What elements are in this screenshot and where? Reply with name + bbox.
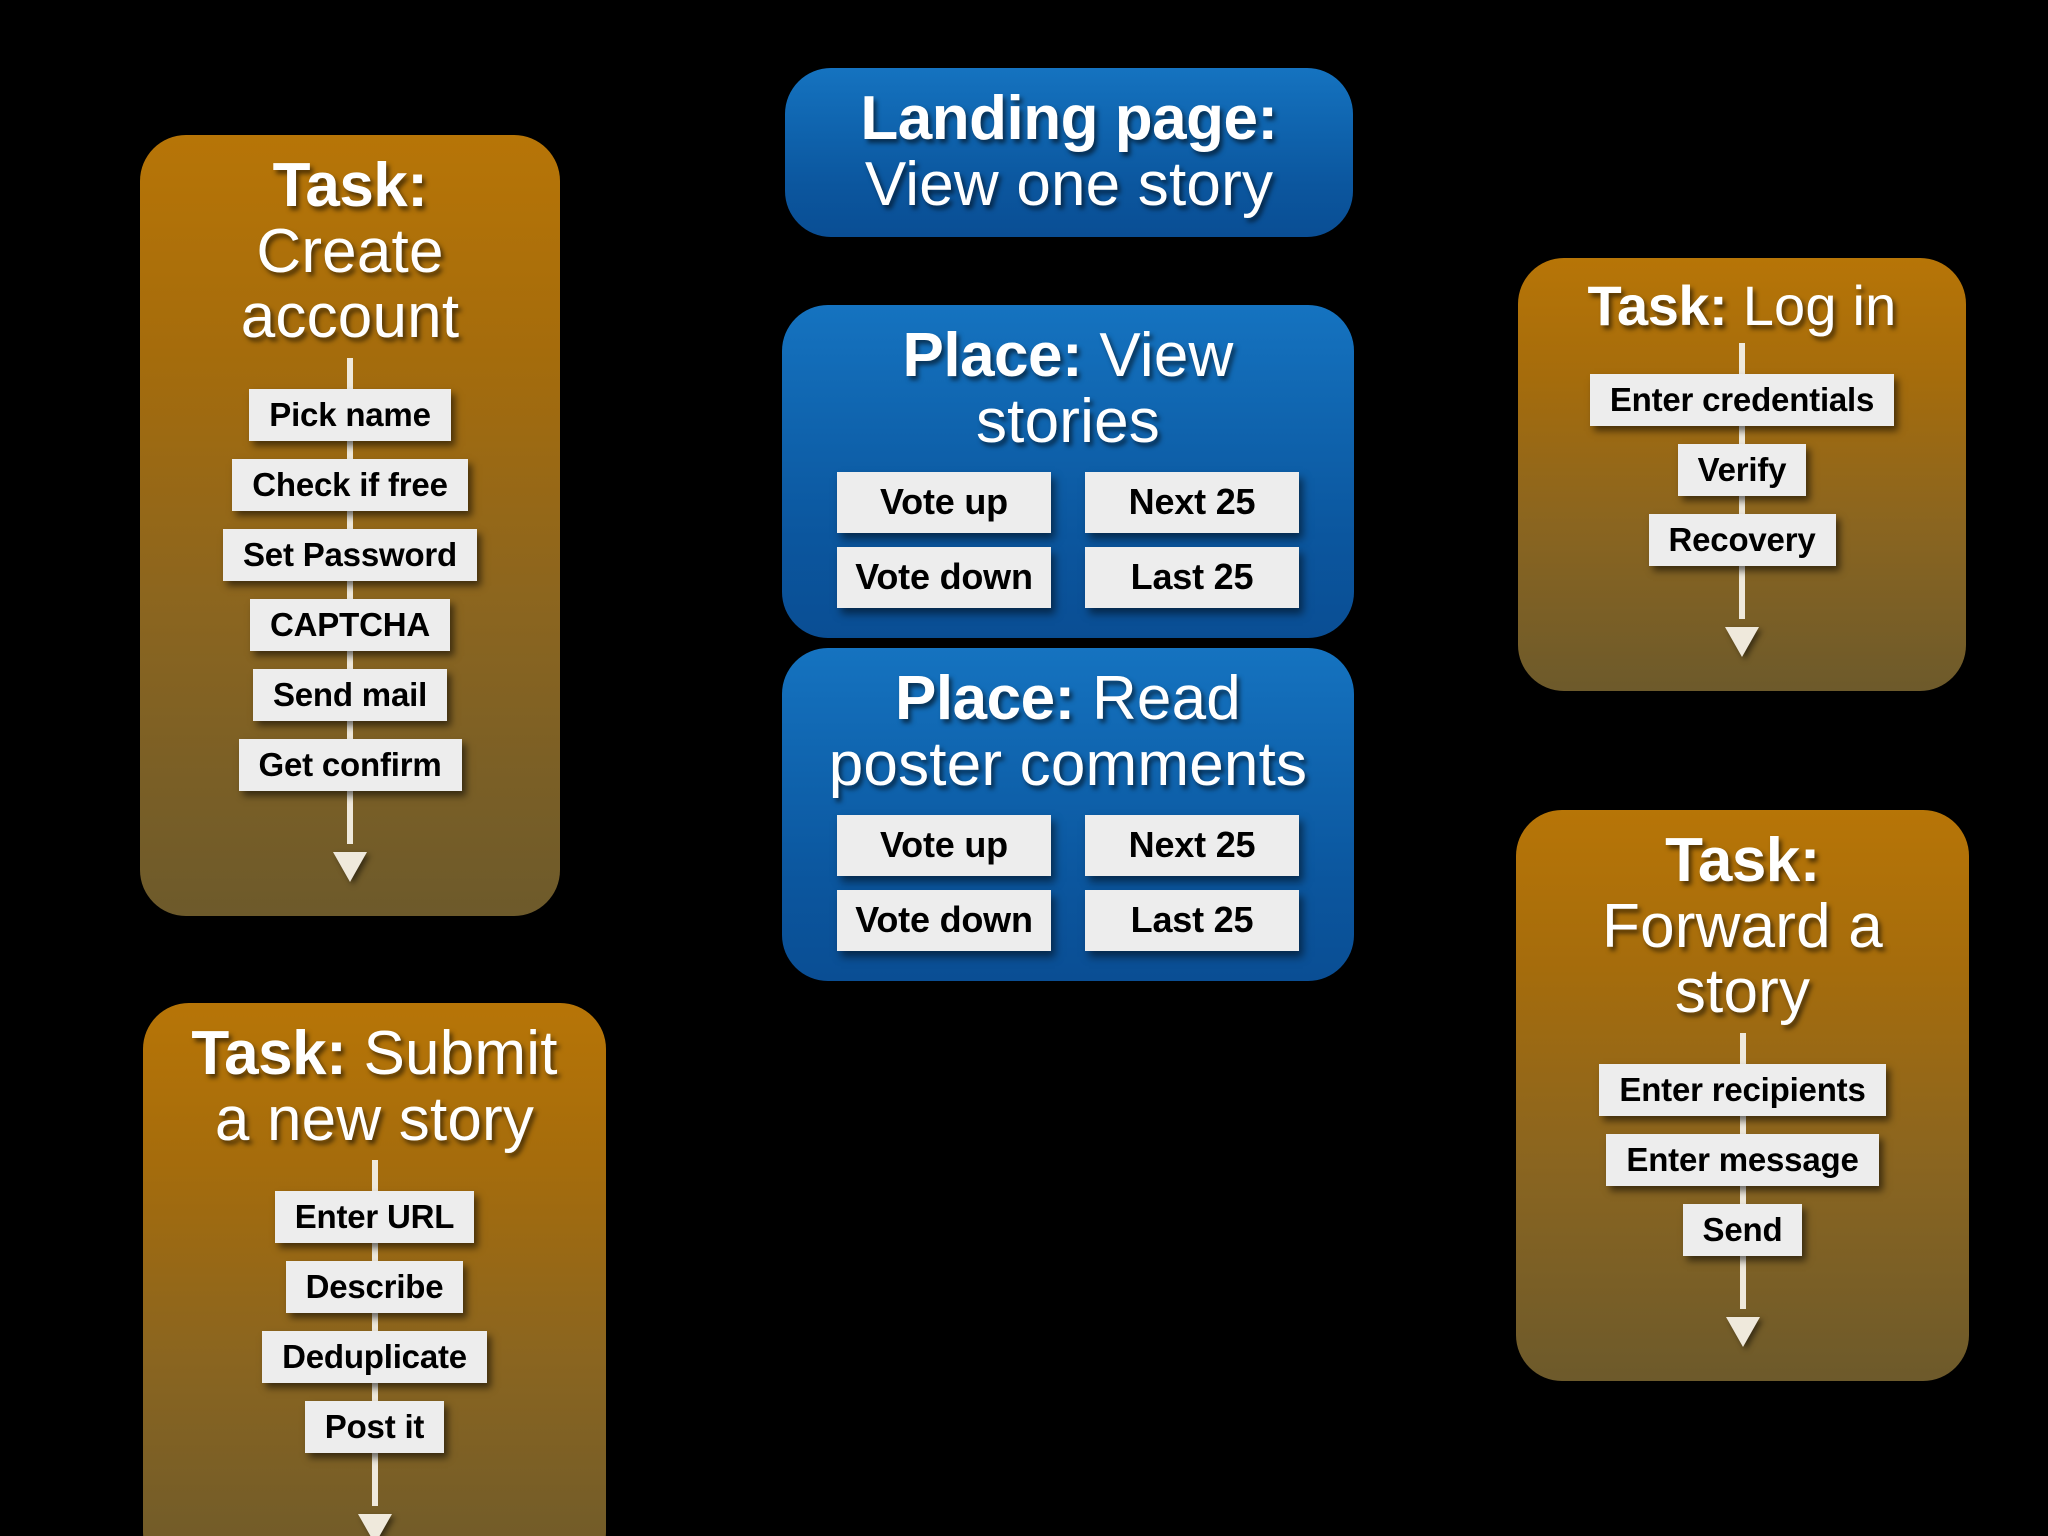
step-enter-message[interactable]: Enter message [1606,1134,1879,1187]
button-next-25[interactable]: Next 25 [1085,472,1299,534]
card-keyword: Place: [895,664,1075,733]
card-create-account[interactable]: Task: Create account Pick name Check if … [140,135,560,917]
card-title: Read poster comments [828,664,1308,799]
flow-create-account: Pick name Check if free Set Password CAP… [222,358,478,890]
arrow-down-icon [1725,627,1759,658]
step-post-it[interactable]: Post it [304,1401,445,1454]
card-view-stories[interactable]: Place: View stories Vote up Next 25 Vote… [782,305,1354,639]
card-keyword: Task: [1665,826,1820,895]
button-vote-down[interactable]: Vote down [837,890,1051,952]
connector-lead [1740,1033,1746,1055]
button-last-25[interactable]: Last 25 [1085,890,1299,952]
connector-lead [372,1160,378,1182]
step-deduplicate[interactable]: Deduplicate [262,1331,487,1384]
flow-forward-story: Enter recipients Enter message Send [1599,1033,1886,1355]
arrow-stem [1739,1263,1746,1292]
arrow-down-icon [333,852,367,883]
step-recovery[interactable]: Recovery [1648,514,1836,567]
card-read-poster-comments-heading: Place: Read poster comments [804,662,1332,799]
flow-submit-story: Enter URL Describe Deduplicate Post it [262,1160,487,1536]
card-keyword: Task: [272,151,428,220]
step-check-if-free[interactable]: Check if free [232,459,468,512]
card-log-in[interactable]: Task: Log in Enter credentials Verify Re… [1518,258,1966,692]
card-title: View one story [864,149,1274,219]
card-log-in-heading: Task: Log in [1584,272,1901,337]
card-keyword: Landing page: [860,84,1278,153]
card-view-stories-heading: Place: View stories [804,319,1332,456]
connector-lead [1739,343,1745,365]
step-enter-recipients[interactable]: Enter recipients [1599,1064,1886,1117]
step-pick-name[interactable]: Pick name [249,389,451,442]
card-title: Forward a story [1602,891,1883,1027]
card-forward-story-heading: Task: Forward a story [1538,824,1947,1027]
button-next-25[interactable]: Next 25 [1085,815,1299,877]
step-send[interactable]: Send [1682,1204,1803,1257]
connector-lead [347,358,353,380]
arrow-stem [1739,573,1745,602]
step-set-password[interactable]: Set Password [222,529,478,582]
step-send-mail[interactable]: Send mail [252,669,448,722]
card-title: Create account [240,216,460,352]
step-get-confirm[interactable]: Get confirm [238,739,462,792]
button-grid-view-stories: Vote up Next 25 Vote down Last 25 [837,472,1299,612]
card-create-account-heading: Task: Create account [162,149,538,352]
arrow-stem [371,1460,378,1489]
step-captcha[interactable]: CAPTCHA [250,599,450,652]
card-title: Log in [1742,274,1897,337]
card-keyword: Task: [1587,274,1728,337]
arrow-stem [347,798,353,827]
card-read-poster-comments[interactable]: Place: Read poster comments Vote up Next… [782,648,1354,982]
flow-log-in: Enter credentials Verify Recovery [1589,343,1895,665]
card-landing-page-heading: Landing page: View one story [856,82,1281,219]
card-landing-page[interactable]: Landing page: View one story [785,68,1353,238]
card-keyword: Task: [191,1019,347,1088]
step-enter-url[interactable]: Enter URL [274,1191,475,1244]
step-describe[interactable]: Describe [285,1261,464,1314]
step-enter-credentials[interactable]: Enter credentials [1589,374,1895,427]
button-grid-read-poster-comments: Vote up Next 25 Vote down Last 25 [837,815,1299,955]
arrow-down-icon [1725,1317,1760,1348]
button-last-25[interactable]: Last 25 [1085,547,1299,609]
card-keyword: Place: [902,321,1083,390]
card-forward-story[interactable]: Task: Forward a story Enter recipients E… [1516,810,1969,1382]
card-title: Submit a new story [214,1019,558,1154]
step-verify[interactable]: Verify [1677,444,1807,497]
button-vote-up[interactable]: Vote up [837,472,1051,534]
card-submit-story[interactable]: Task: Submit a new story Enter URL Descr… [143,1003,606,1536]
button-vote-down[interactable]: Vote down [837,547,1051,609]
card-title: View stories [975,321,1234,456]
arrow-down-icon [357,1514,392,1536]
button-vote-up[interactable]: Vote up [837,815,1051,877]
card-submit-story-heading: Task: Submit a new story [165,1017,584,1154]
